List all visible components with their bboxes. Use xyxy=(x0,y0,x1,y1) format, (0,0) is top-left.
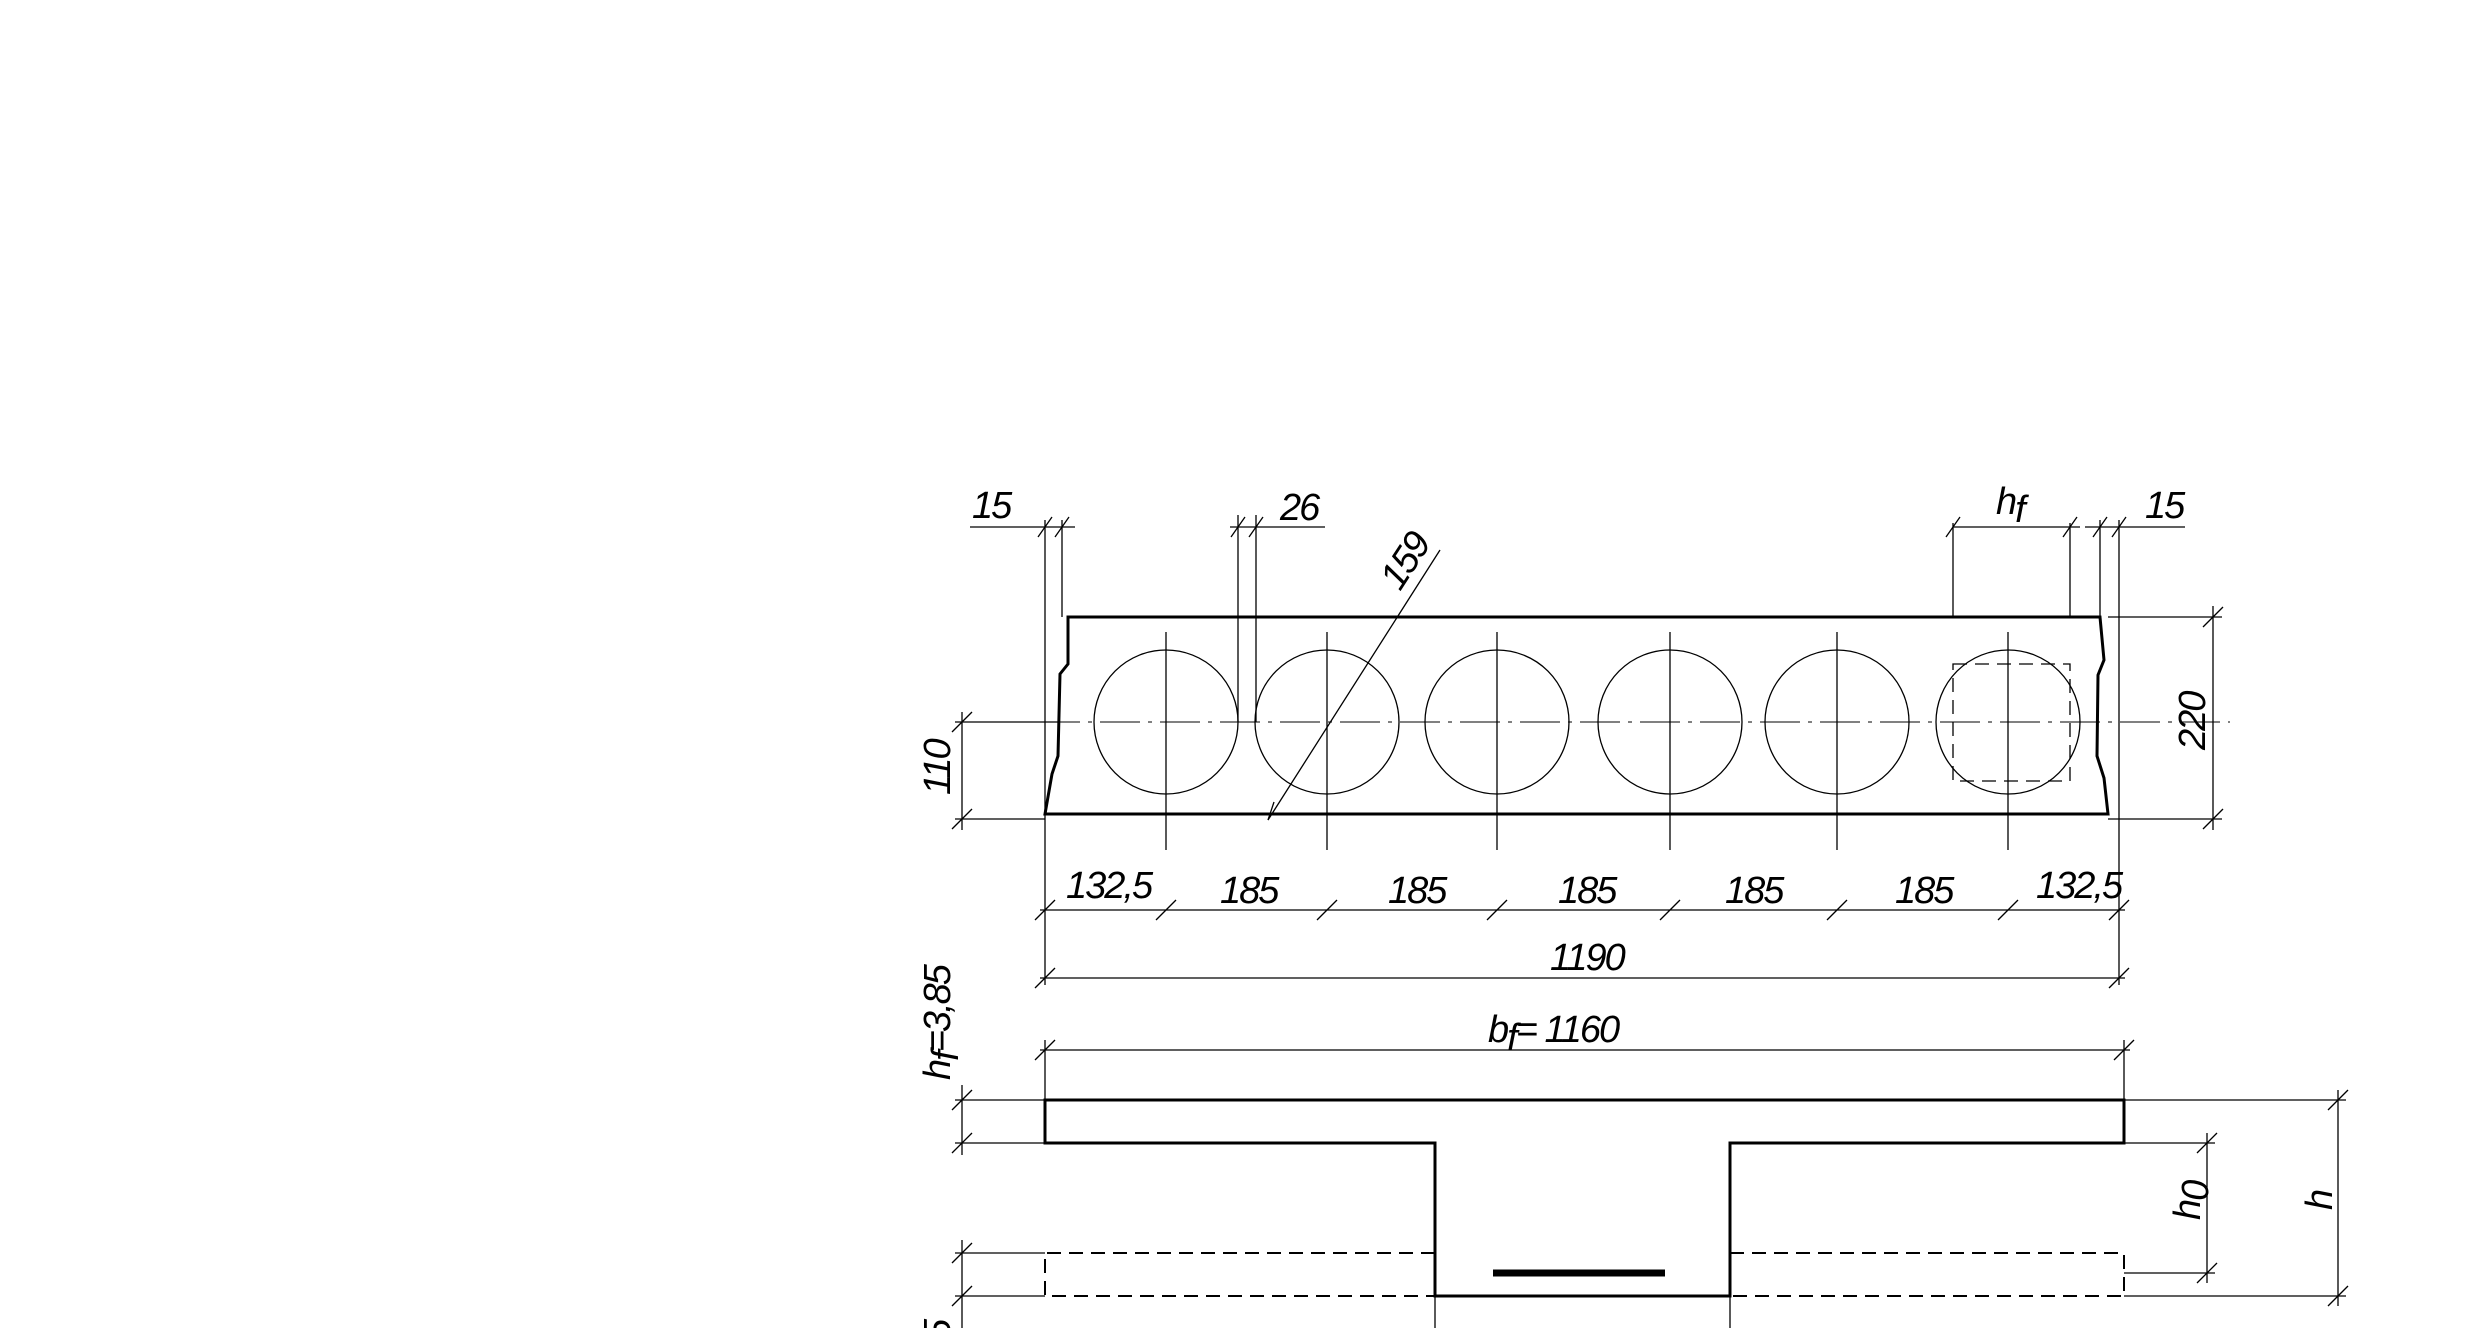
dim-rib: 26 xyxy=(1279,487,1321,529)
dim-half-height: 110 xyxy=(917,739,959,795)
dim-bf: bf= 1160 xyxy=(1488,1009,1620,1059)
dim-spacing: 185 xyxy=(1725,870,1785,912)
slab-outline xyxy=(1043,615,2110,816)
dim-spacing: 185 xyxy=(1220,870,1280,912)
dim-hf: hf=3,85 xyxy=(917,963,967,1080)
dim-diameter: 159 xyxy=(1372,524,1440,597)
dim-spacing: 185 xyxy=(1558,870,1618,912)
dim-h: h xyxy=(2299,1190,2341,1210)
dim-left-edge: 15 xyxy=(972,485,1013,527)
dim-spacing: 132,5 xyxy=(2036,865,2124,907)
t-section: bf= 1160 hf=3,85 5 h0 xyxy=(917,963,2349,1328)
dim-right-edge: 15 xyxy=(2145,485,2186,527)
dim-bottom-partial: 5 xyxy=(917,1318,959,1328)
spacing-chain: 132,5 185 185 185 185 185 132,5 1190 xyxy=(1034,814,2130,989)
vertical-dimensions: 110 220 xyxy=(917,606,2224,830)
dim-height: 220 xyxy=(2172,691,2214,751)
dim-total-width: 1190 xyxy=(1550,937,1626,979)
t-section-outline xyxy=(1043,1098,2126,1298)
dim-h0: h0 xyxy=(2167,1180,2217,1220)
spacing-ticks xyxy=(1034,899,2130,921)
dim-hf-top: hf xyxy=(1996,481,2029,531)
dim-spacing: 132,5 xyxy=(1066,865,1154,907)
slab-section xyxy=(1043,615,2110,816)
dim-spacing: 185 xyxy=(1895,870,1955,912)
dim-spacing: 185 xyxy=(1388,870,1448,912)
bottom-flange-hidden xyxy=(1044,1252,2125,1297)
